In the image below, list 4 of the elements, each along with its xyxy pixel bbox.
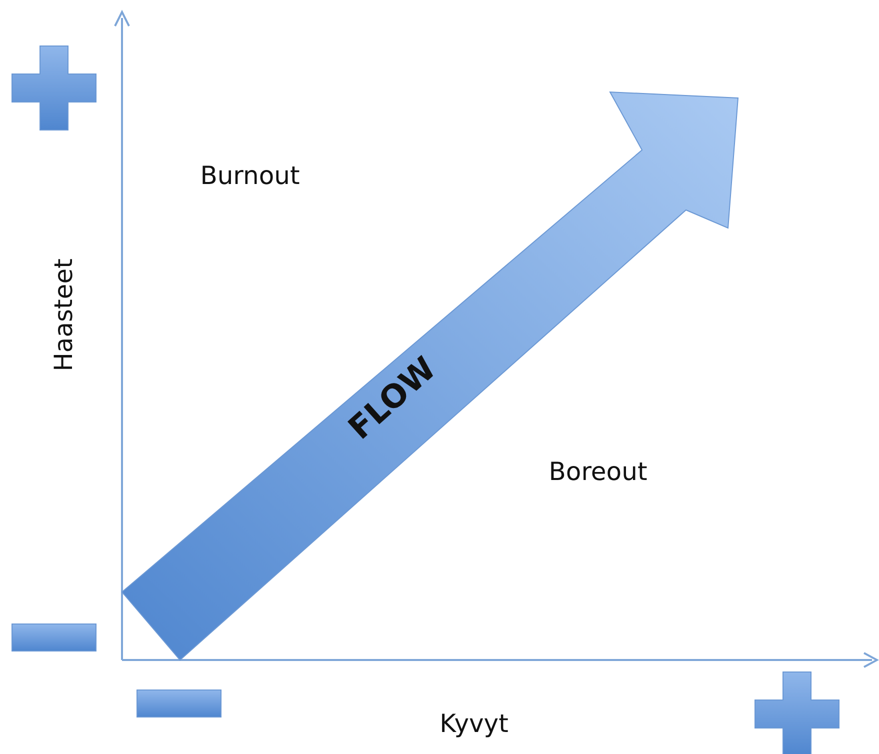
axis-title: Kyvyt [440, 709, 508, 739]
region-label: Burnout [200, 161, 300, 191]
axis-title: Haasteet [49, 258, 79, 372]
region-label: Boreout [548, 457, 648, 487]
